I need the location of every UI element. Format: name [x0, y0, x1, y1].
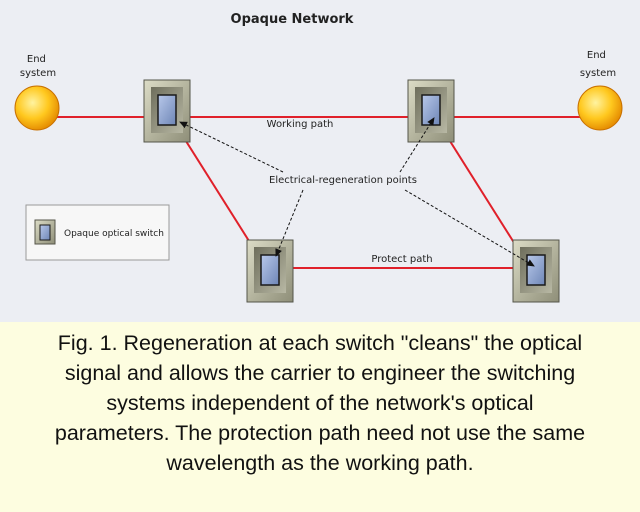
optical-switch-3 [246, 239, 294, 303]
regeneration-arrows [179, 117, 535, 267]
diagram-title: Opaque Network [231, 12, 354, 27]
end-system-right [577, 85, 623, 131]
caption-line: signal and allows the carrier to enginee… [64, 361, 576, 385]
legend-label: Opaque optical switch [64, 229, 164, 239]
working-path-label: Working path [267, 119, 334, 130]
end-system-left-label: End [27, 54, 46, 65]
regeneration-arrow [275, 189, 304, 257]
caption-line: parameters. The protection path need not… [54, 421, 586, 445]
network-diagram: Opaque Network End system End system [14, 12, 623, 303]
legend: Opaque optical switch [25, 204, 170, 261]
end-system-right-label: End [587, 50, 606, 61]
svg-text:End system: End system [580, 50, 616, 79]
optical-switch-2 [407, 79, 455, 143]
caption-line: systems independent of the network's opt… [106, 391, 534, 415]
legend-switch-icon [34, 219, 56, 245]
caption-line: Fig. 1. Regeneration at each switch "cle… [57, 331, 583, 355]
caption-line: wavelength as the working path. [166, 451, 474, 475]
end-system-left [14, 85, 60, 131]
regeneration-arrow [179, 121, 284, 173]
protect-path-label: Protect path [371, 254, 432, 265]
end-system-left-label: system [20, 68, 56, 79]
svg-text:End system: End system [20, 54, 56, 79]
figure-caption: Fig. 1. Regeneration at each switch "cle… [0, 322, 640, 512]
regeneration-arrow [399, 117, 435, 173]
optical-switch-1 [143, 79, 191, 143]
end-system-right-label: system [580, 68, 616, 79]
regeneration-points-label: Electrical-regeneration points [269, 175, 417, 186]
optical-switch-4 [512, 239, 560, 303]
